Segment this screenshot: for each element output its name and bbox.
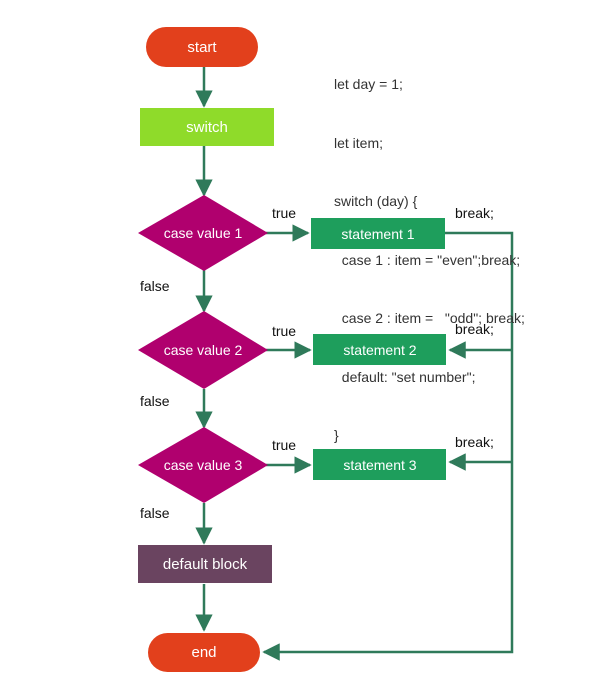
case-1-true-label: true xyxy=(272,205,296,221)
default-block xyxy=(138,545,272,583)
start-label: start xyxy=(187,39,217,56)
code-snippet: let day = 1; let item; switch (day) { ca… xyxy=(334,36,525,465)
case-3-true-label: true xyxy=(272,437,296,453)
case-value-3-label: case value 3 xyxy=(164,457,243,473)
statement-2-label: statement 2 xyxy=(343,342,416,358)
switch-label: switch xyxy=(186,119,228,136)
end-terminal xyxy=(148,633,260,672)
case-1-false-label: false xyxy=(140,278,170,294)
statement-1-label: statement 1 xyxy=(341,226,414,242)
code-line: let day = 1; xyxy=(334,76,403,92)
code-line: switch (day) { xyxy=(334,193,418,209)
end-label: end xyxy=(191,644,216,661)
case-3-false-label: false xyxy=(140,505,170,521)
default-block-label: default block xyxy=(163,556,248,573)
case-2-true-label: true xyxy=(272,323,296,339)
statement-2-block xyxy=(313,334,446,365)
break-3-label: break; xyxy=(455,434,494,450)
code-line: } xyxy=(334,427,339,443)
code-line: case 1 : item = "even";break; xyxy=(334,251,521,268)
code-line: let item; xyxy=(334,134,384,151)
start-terminal xyxy=(146,27,258,67)
connector-statement1-break xyxy=(262,231,514,661)
statement-3-block xyxy=(313,449,446,480)
statement-3-label: statement 3 xyxy=(343,457,416,473)
case-2-false-label: false xyxy=(140,393,170,409)
break-2-label: break; xyxy=(455,321,494,337)
code-line: case 2 : item = "odd"; break; xyxy=(334,310,525,326)
switch-block xyxy=(140,108,274,146)
case-value-2-decision xyxy=(138,311,268,389)
statement-1-block xyxy=(311,218,445,249)
case-value-1-label: case value 1 xyxy=(164,225,243,241)
case-value-2-label: case value 2 xyxy=(164,342,243,358)
case-value-1-decision xyxy=(138,195,268,271)
break-1-label: break; xyxy=(455,205,494,221)
case-value-3-decision xyxy=(138,427,268,503)
code-line: default: "set number"; xyxy=(334,368,476,385)
